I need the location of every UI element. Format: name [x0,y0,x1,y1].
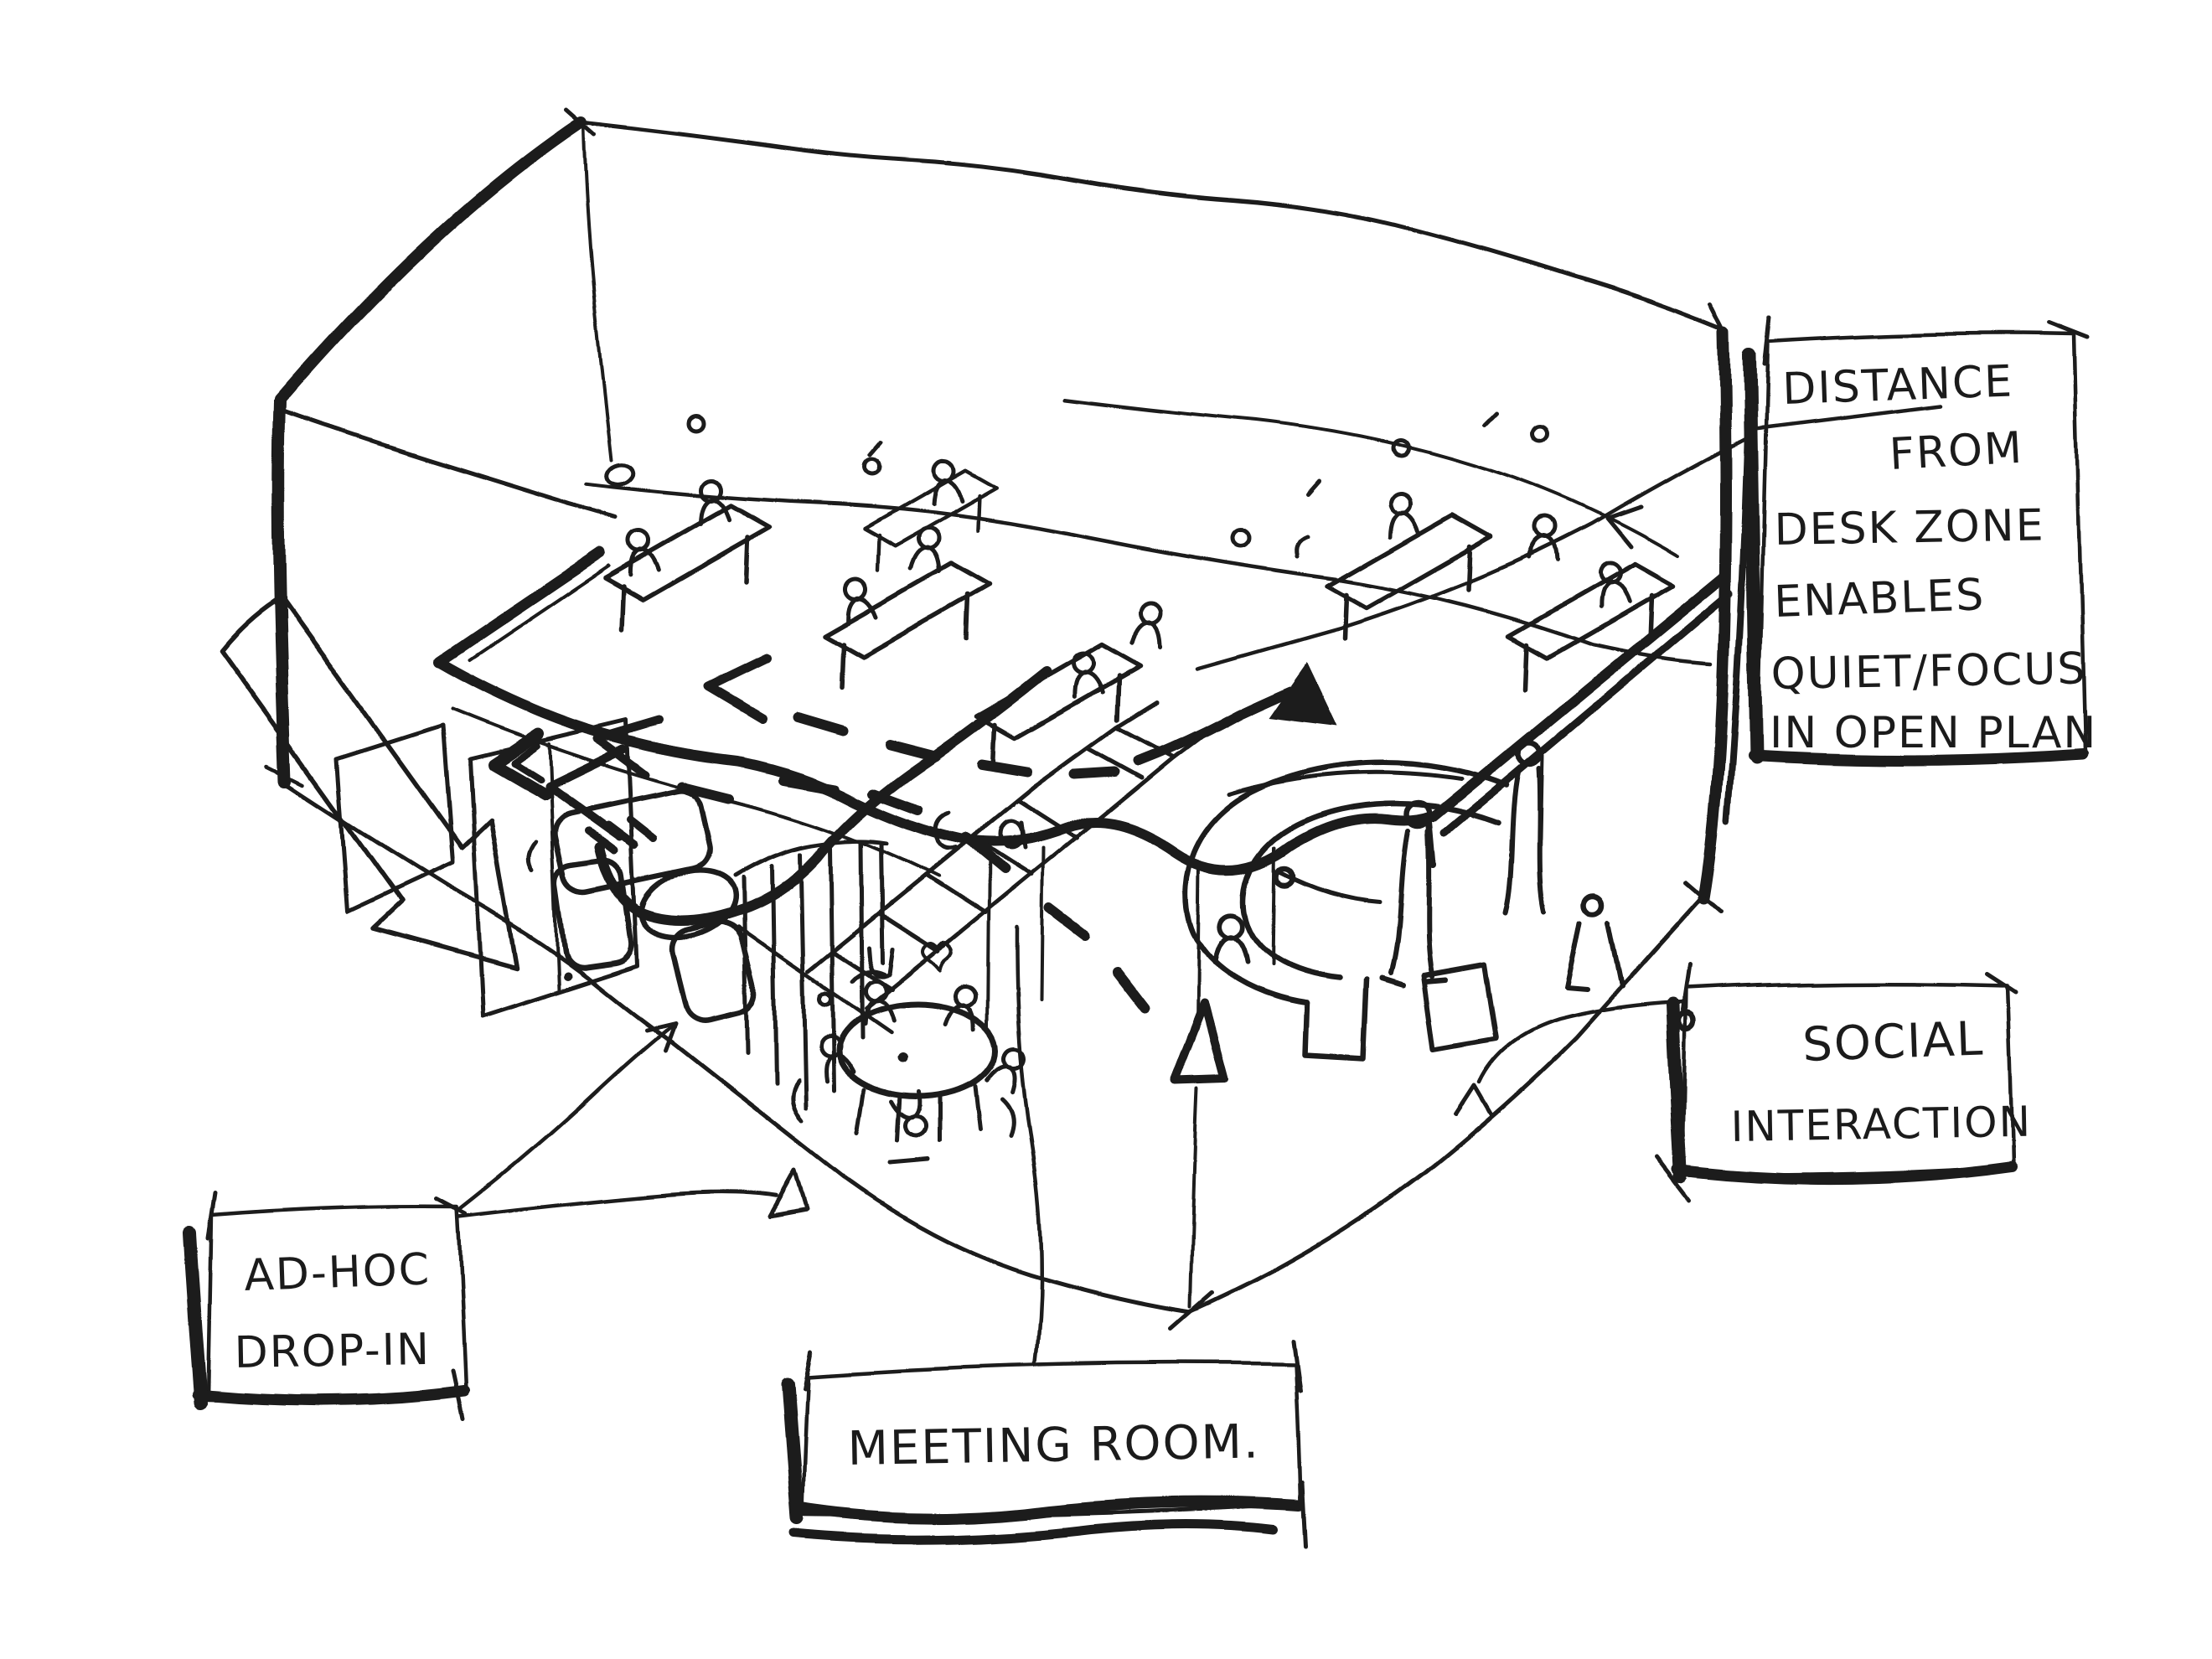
route-chevron-arrow [544,745,628,842]
stairs [806,700,1216,1010]
curved-banquette [1184,740,1697,1062]
tick-marks [867,411,1497,497]
floor-right-edge [1187,891,1708,1315]
distance-annotation: DISTANCE FROM DESK ZONE ENABLES QUIET/FO… [1770,356,2097,758]
annotation-line: MEETING ROOM. [847,1414,1260,1476]
room-shell [266,106,1753,1331]
people-at-desks [623,411,1628,1007]
floor-left-edge [283,781,1191,1315]
chair-scribble [933,810,958,851]
annotation-frames [183,314,2091,1548]
distance-annotation-frame [1743,314,2091,767]
annotation-line: ENABLES [1773,570,1986,628]
platform-right-edge [1428,571,1729,822]
doodle-heart [922,940,954,972]
room-top-left-edge [274,116,587,406]
adhoc-leader-arrowhead [644,1021,678,1053]
route-dashes [677,774,1150,1014]
annotation-line: AD-HOC [243,1244,432,1301]
distance-leader [1196,433,1754,671]
meeting-annotation: MEETING ROOM. [847,1414,1260,1476]
room-right-post [1698,326,1732,904]
pendant-lamp-cord [582,124,613,461]
annotation-text: DISTANCE FROM DESK ZONE ENABLES QUIET/FO… [234,356,2097,1476]
adhoc-annotation: AD-HOC DROP-IN [234,1244,432,1378]
ceiling-corner-tick [1695,301,1725,331]
annotation-line: IN OPEN PLAN [1770,708,2097,758]
banquette-stool [1422,963,1499,1052]
annotation-line: SOCIAL [1801,1011,1985,1072]
annotation-line: INTERACTION [1730,1098,2032,1151]
annotation-line: DISTANCE [1781,356,2014,415]
annotation-line: QUIET/FOCUS [1770,643,2087,700]
social-leader-arrowhead [1454,1083,1494,1117]
social-annotation-frame [1655,963,2018,1202]
annotation-line: DESK ZONE [1774,500,2045,556]
room-ceiling-edge [579,119,1725,331]
social-leader [1477,1000,1687,1085]
annotation-line: DROP-IN [234,1325,431,1378]
banquette-figure [1502,767,1546,914]
adhoc-leader-2 [457,1191,778,1219]
desk-bench-line [584,482,1713,666]
room-left-post [272,395,292,788]
adhoc-leader-1 [457,1021,678,1212]
route-solid-arrowhead [1269,662,1337,726]
platform-front-edge [434,657,1434,876]
route-chevron-arrow [704,654,773,724]
annotation-line: FROM [1889,423,2025,480]
adhoc-annotation-frame [183,1191,470,1420]
route-triangle-arrowhead [1171,1000,1229,1085]
meeting-leader [1014,926,1043,1365]
route-chevron-arrow [487,728,550,800]
social-annotation: SOCIAL INTERACTION [1730,1011,2032,1151]
meeting-annotation-frame [781,1338,1308,1548]
route-down-stairs [595,667,1051,927]
route-dashes [793,712,1119,779]
distance-leader-arrowhead [1605,505,1643,550]
entry-block-arrow [219,595,518,970]
leader-lines [457,403,1943,1365]
circulation-route-lower [487,667,1229,1309]
adhoc-leader-triangle [767,1169,809,1219]
back-wall-base [281,410,618,520]
pendant-lamp [604,462,636,487]
slatted-screen [733,838,896,1110]
banquette-figure [1564,919,1625,993]
route-chevron-arrow [594,716,664,778]
banquette-figure [1380,829,1449,988]
circulation-route-upper [704,654,1337,779]
